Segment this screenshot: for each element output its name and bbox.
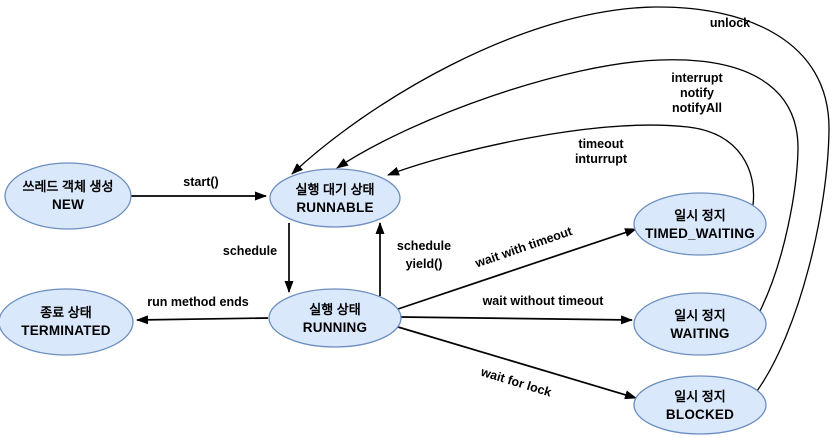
- state-blocked-korean: 일시 정지: [674, 389, 725, 404]
- label-schedule-yield-line1: schedule: [397, 239, 451, 253]
- state-waiting-shape: [633, 292, 767, 356]
- label-start: start(): [183, 175, 218, 189]
- state-runnable-shape: [269, 168, 401, 228]
- label-timeout-line2: inturrupt: [575, 152, 628, 166]
- label-schedule: schedule: [223, 244, 277, 258]
- edge-wait-for-lock: [397, 326, 637, 400]
- label-interrupt-line2: notify: [680, 86, 714, 100]
- state-running-shape: [268, 288, 402, 348]
- state-running-korean: 실행 상태: [309, 302, 360, 317]
- state-nodes: 쓰레드 객체 생성 NEW 실행 대기 상태 RUNNABLE 실행 상태 RU…: [0, 162, 767, 435]
- state-terminated: 종료 상태 TERMINATED: [0, 288, 134, 356]
- state-waiting: 일시 정지 WAITING: [633, 292, 767, 356]
- state-runnable-name: RUNNABLE: [296, 200, 373, 215]
- edge-timeout-inturrupt: [387, 124, 755, 206]
- state-blocked: 일시 정지 BLOCKED: [633, 375, 767, 435]
- edge-unlock: [291, 6, 830, 392]
- edge-wait-with-timeout: [397, 228, 637, 310]
- state-terminated-korean: 종료 상태: [40, 305, 91, 320]
- edge-interrupt-notify: [336, 59, 799, 312]
- label-wait-without-timeout: wait without timeout: [482, 294, 605, 308]
- state-timed-waiting-name: TIMED_WAITING: [645, 226, 755, 241]
- state-running-name: RUNNING: [303, 320, 367, 335]
- state-terminated-shape: [0, 288, 134, 356]
- edge-run-method-ends: [136, 315, 269, 325]
- state-new-name: NEW: [52, 197, 84, 212]
- state-new: 쓰레드 객체 생성 NEW: [4, 162, 132, 230]
- state-timed-waiting-shape: [633, 192, 767, 256]
- label-schedule-yield-line2: yield(): [406, 257, 443, 271]
- state-waiting-korean: 일시 정지: [674, 308, 725, 323]
- label-wait-with-timeout: wait with timeout: [473, 224, 575, 271]
- edge-labels: start() schedule schedule yield() run me…: [147, 16, 750, 400]
- state-timed-waiting-korean: 일시 정지: [674, 208, 725, 223]
- state-blocked-name: BLOCKED: [666, 407, 734, 422]
- edges: [131, 6, 830, 400]
- state-runnable-korean: 실행 대기 상태: [296, 182, 375, 197]
- state-terminated-name: TERMINATED: [21, 323, 111, 338]
- state-blocked-shape: [633, 375, 767, 435]
- edge-wait-without-timeout: [400, 315, 633, 325]
- state-new-korean: 쓰레드 객체 생성: [23, 179, 114, 194]
- state-new-shape: [4, 162, 132, 230]
- label-interrupt-line1: interrupt: [671, 71, 723, 85]
- label-unlock: unlock: [710, 16, 750, 30]
- state-timed-waiting: 일시 정지 TIMED_WAITING: [633, 192, 767, 256]
- state-runnable: 실행 대기 상태 RUNNABLE: [269, 168, 401, 228]
- label-run-method-ends: run method ends: [147, 295, 248, 309]
- state-waiting-name: WAITING: [670, 326, 729, 341]
- state-running: 실행 상태 RUNNING: [268, 288, 402, 348]
- label-interrupt-line3: notifyAll: [672, 101, 722, 115]
- label-timeout-line1: timeout: [578, 137, 624, 151]
